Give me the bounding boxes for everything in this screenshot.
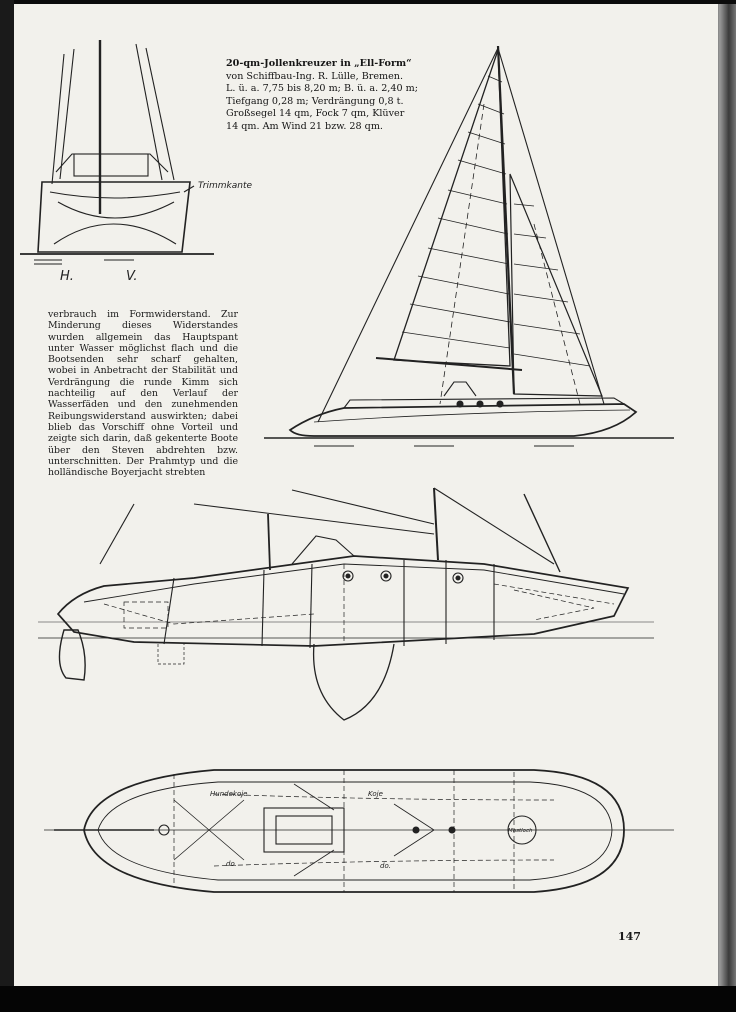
caption-line: L. ü. a. 7,75 bis 8,20 m; B. ü. a. 2,40 … <box>226 83 418 95</box>
hundekoje-label: Hundekoje <box>210 790 247 798</box>
koje-label: Koje <box>368 790 383 798</box>
figure-caption: 20-qm-Jollenkreuzer in „Ell-Form“ von Sc… <box>226 58 466 134</box>
do-label-1: do. <box>226 860 237 868</box>
sail-plan-elevation <box>264 45 674 447</box>
book-gutter-left <box>0 0 14 1012</box>
deck-plan-drawing: Hundekoje Koje do. do. Mastloch <box>44 769 674 893</box>
scan-bottom-border <box>0 986 736 1012</box>
caption-title: 20-qm-Jollenkreuzer in „Ell-Form“ <box>226 58 412 69</box>
caption-line: von Schiffbau-Ing. R. Lülle, Bremen. <box>226 70 404 82</box>
h-label: H. <box>60 269 74 284</box>
v-label: V. <box>126 269 138 284</box>
book-page: Trimmkante H. V. <box>14 4 718 986</box>
body-plan-section: Trimmkante H. V. <box>20 40 252 284</box>
body-paragraph: verbrauch im Formwiderstand. Zur Minderu… <box>48 309 238 479</box>
mastloch-label: Mastloch <box>508 828 533 834</box>
do-label-2: do. <box>380 862 391 870</box>
page-number: 147 <box>618 930 641 943</box>
trimmkante-label: Trimmkante <box>198 181 252 191</box>
boat-plans-drawing: Trimmkante H. V. <box>20 40 674 893</box>
caption-line: 14 qm. Am Wind 21 bzw. 28 qm. <box>226 120 383 132</box>
caption-line: Tiefgang 0,28 m; Verdrängung 0,8 t. <box>226 95 404 107</box>
caption-line: Großsegel 14 qm, Fock 7 qm, Klüver <box>226 108 405 120</box>
hull-profile-drawing <box>38 487 654 721</box>
